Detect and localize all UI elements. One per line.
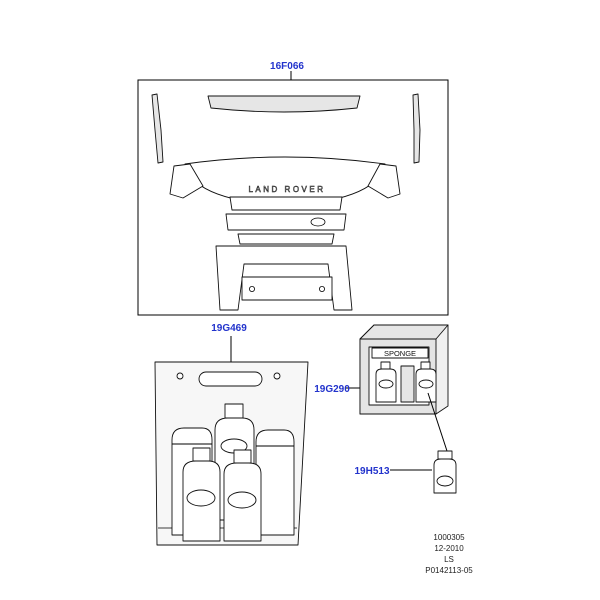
land-rover-wordmark: LAND ROVER xyxy=(248,185,325,194)
protection-film-panel: LAND ROVER xyxy=(137,71,449,316)
fog-lamp-cutout xyxy=(310,217,326,227)
right-plate-hole xyxy=(318,285,325,292)
bumper-film-lower xyxy=(237,233,335,245)
bag-handle-slot xyxy=(198,371,263,387)
carry-bag-kit xyxy=(154,336,309,546)
back-right-bottle xyxy=(255,429,295,536)
right-wing-film xyxy=(367,163,401,199)
top-arc-strip xyxy=(207,95,361,113)
bumper-film-middle xyxy=(225,213,347,231)
front-right-bottle xyxy=(223,449,262,542)
callout-16F066: 16F066 xyxy=(270,61,304,72)
bumper-film-upper xyxy=(229,196,343,211)
left-plate-hole xyxy=(248,285,255,292)
left-side-strip xyxy=(151,93,164,164)
small-bottle-part xyxy=(390,392,457,494)
left-bag-eyelet xyxy=(176,372,184,380)
info-line-3: LS xyxy=(444,555,454,564)
box-left-bottle xyxy=(375,361,397,403)
info-line-2: 12-2010 xyxy=(434,544,464,553)
callout-19G469: 19G469 xyxy=(211,323,247,334)
callout-19H513: 19H513 xyxy=(354,466,389,477)
callout-19G290: 19G290 xyxy=(314,384,350,395)
sponge-block xyxy=(400,365,415,403)
small-bottle-logo xyxy=(436,475,454,487)
info-line-1: 1000305 xyxy=(433,533,465,542)
right-bag-eyelet xyxy=(273,372,281,380)
left-wing-film xyxy=(169,163,204,199)
plate-area-film xyxy=(241,276,333,301)
info-block: 1000305 12-2010 LS P0142113-05 xyxy=(425,533,473,575)
right-side-strip xyxy=(412,93,421,164)
lower-arch-film xyxy=(215,245,353,311)
info-line-4: P0142113-05 xyxy=(425,566,473,575)
box-kit: SPONGE xyxy=(346,324,449,415)
sponge-label: SPONGE xyxy=(384,349,416,358)
front-left-bottle-logo xyxy=(186,489,216,507)
box-top-face xyxy=(359,324,449,340)
sponge-label-box xyxy=(371,347,429,359)
box-right-bottle xyxy=(415,361,437,403)
front-left-bottle xyxy=(182,447,221,542)
front-right-bottle-logo xyxy=(227,491,257,509)
